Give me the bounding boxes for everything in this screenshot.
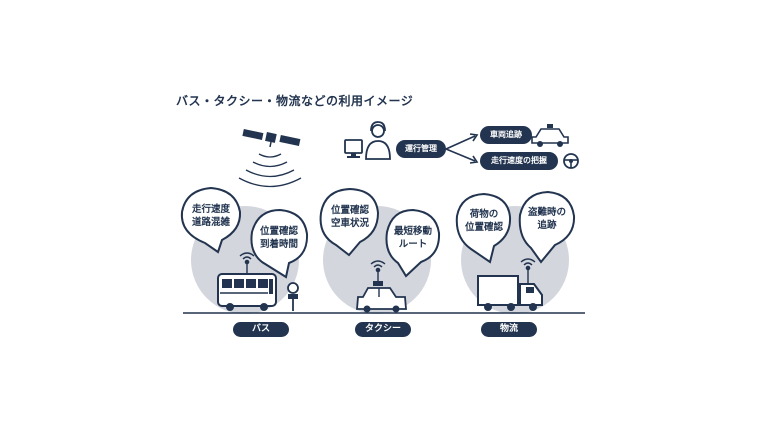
bubble-line: 位置確認 bbox=[259, 226, 298, 237]
bubble-logistics-right bbox=[518, 190, 576, 264]
bus-stop-icon bbox=[287, 282, 299, 311]
operator-icon bbox=[365, 121, 391, 160]
bubble-line: 荷物の bbox=[469, 209, 499, 220]
bubble-line: 到着時間 bbox=[259, 239, 298, 250]
antenna-icon bbox=[520, 258, 536, 284]
bus-icon bbox=[217, 273, 277, 311]
bubble-logistics-right-text: 盗難時の 追跡 bbox=[512, 206, 582, 232]
satellite-signal-icon bbox=[238, 153, 302, 188]
steering-wheel-icon bbox=[563, 153, 579, 169]
taxi-icon bbox=[356, 281, 407, 313]
diagram-title: バス・タクシー・物流などの利用イメージ bbox=[176, 94, 414, 108]
bubble-line: 盗難時の bbox=[527, 207, 566, 218]
bubble-taxi-right bbox=[385, 208, 441, 278]
bubble-line: 道路混雑 bbox=[191, 217, 230, 228]
operation-management-pill: 運行管理 bbox=[396, 140, 446, 158]
bubble-taxi-left-text: 位置確認 空車状況 bbox=[315, 204, 385, 230]
bubble-bus-left bbox=[180, 186, 242, 254]
bubble-bus-left-text: 走行速度 道路混雑 bbox=[176, 203, 246, 229]
bubble-line: 走行速度 bbox=[191, 204, 230, 215]
bubble-line: ルート bbox=[398, 239, 428, 250]
vehicle-tracking-pill: 車両追跡 bbox=[480, 126, 532, 144]
bubble-line: 最短移動 bbox=[393, 226, 432, 237]
logistics-label: 物流 bbox=[481, 322, 537, 337]
speed-monitoring-pill: 走行速度の把握 bbox=[480, 152, 558, 170]
bubble-logistics-left-text: 荷物の 位置確認 bbox=[449, 208, 519, 234]
flow-arrows bbox=[445, 133, 479, 164]
bubble-taxi-left bbox=[319, 187, 380, 257]
bubble-line: 追跡 bbox=[537, 220, 557, 231]
computer-icon bbox=[344, 139, 363, 158]
bus-label: バス bbox=[233, 322, 289, 337]
bubble-bus-right-text: 位置確認 到着時間 bbox=[244, 225, 314, 251]
antenna-icon bbox=[239, 252, 255, 274]
bubble-logistics-left bbox=[455, 192, 512, 264]
satellite-icon bbox=[242, 128, 301, 148]
antenna-icon bbox=[370, 260, 386, 281]
bubble-line: 位置確認 bbox=[330, 205, 369, 216]
speech-bubbles bbox=[180, 186, 576, 279]
car-icon bbox=[531, 124, 569, 147]
bubble-line: 位置確認 bbox=[464, 222, 503, 233]
bubble-line: 空車状況 bbox=[330, 218, 369, 229]
bubble-bus-right bbox=[250, 208, 309, 279]
truck-icon bbox=[477, 275, 543, 311]
bubble-taxi-right-text: 最短移動 ルート bbox=[378, 225, 448, 251]
taxi-label: タクシー bbox=[355, 322, 411, 337]
